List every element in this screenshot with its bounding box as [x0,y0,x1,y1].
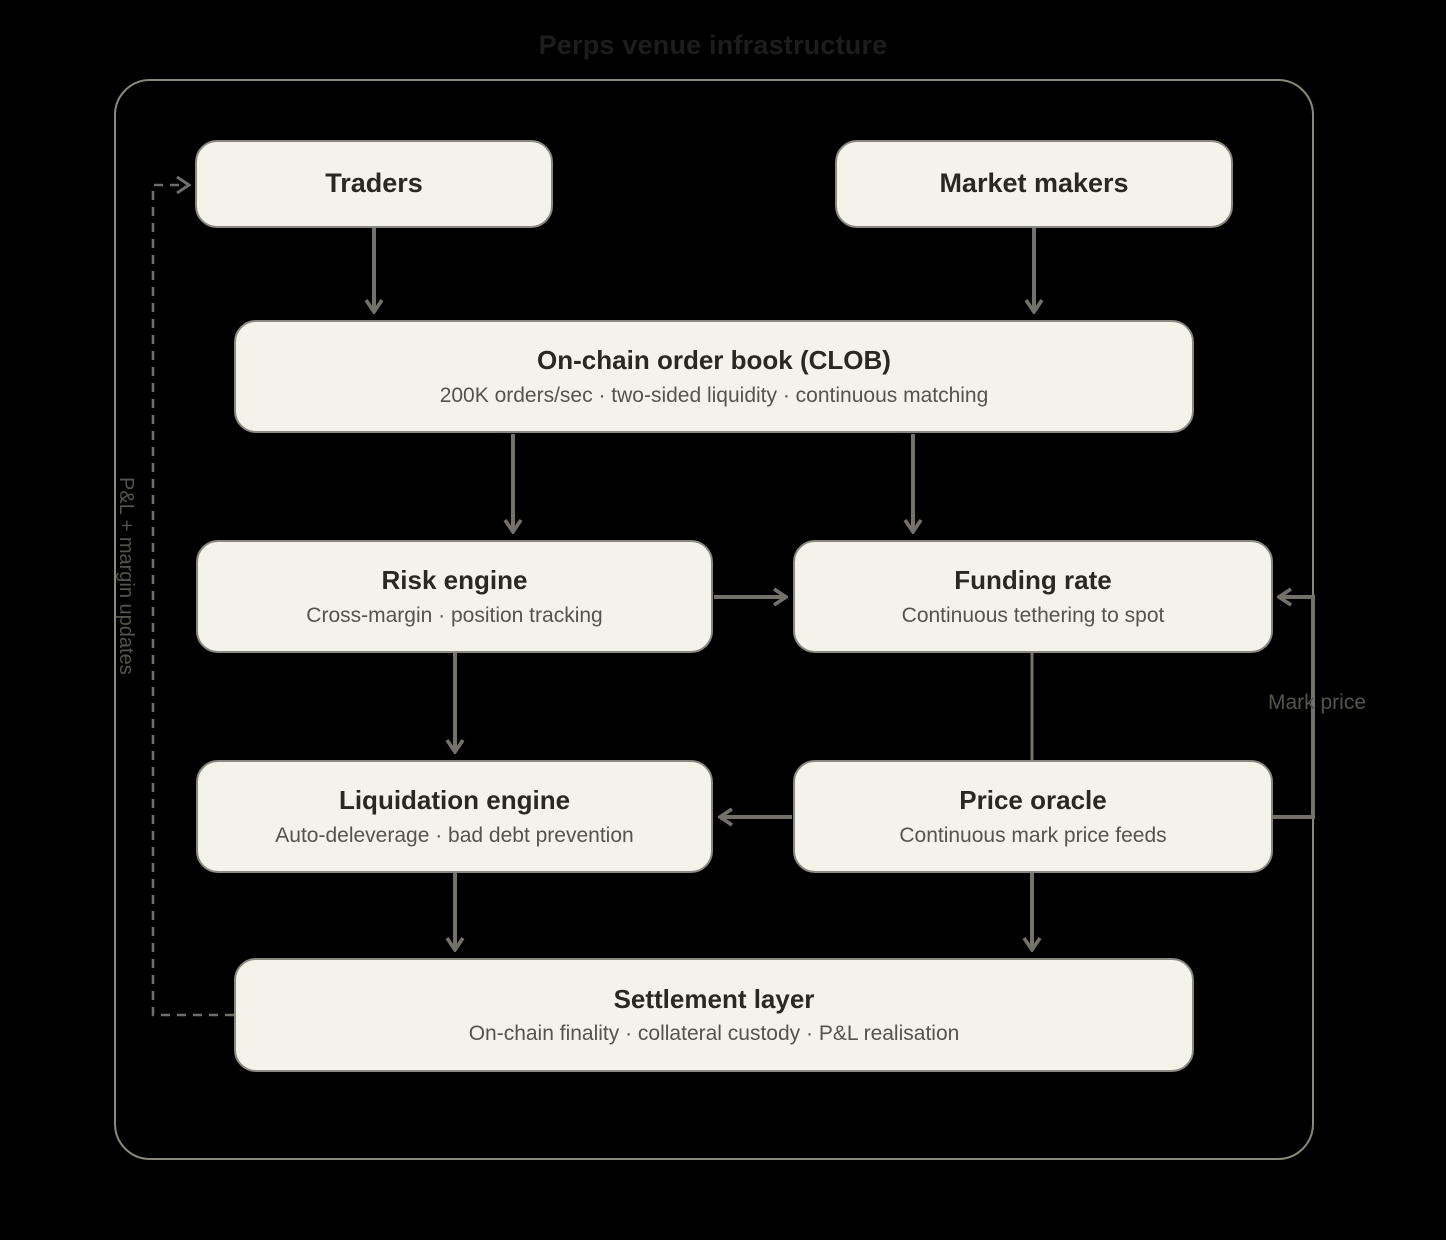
node-traders: Traders [195,140,553,228]
node-settlement-layer: Settlement layer On-chain finality · col… [234,958,1194,1072]
edge-label-mark-price: Mark price [1268,691,1367,714]
edge-pnl-margin-feedback [151,185,234,1017]
node-funding-rate-subtitle: Continuous tethering to spot [901,603,1165,627]
node-price-oracle-title: Price oracle [959,785,1107,816]
node-settlement-layer-subtitle: On-chain finality · collateral custody ·… [468,1022,960,1046]
node-funding-rate-title: Funding rate [954,565,1112,596]
node-order-book: On-chain order book (CLOB) 200K orders/s… [234,320,1194,433]
node-market-makers-title: Market makers [939,168,1129,199]
node-liquidation-engine-subtitle: Auto-deleverage · bad debt prevention [275,823,634,847]
node-risk-engine-title: Risk engine [381,565,528,596]
node-order-book-title: On-chain order book (CLOB) [537,345,891,376]
node-risk-engine-subtitle: Cross-margin · position tracking [306,603,603,627]
node-funding-rate: Funding rate Continuous tethering to spo… [793,540,1273,653]
edge-mark-price-feedback [1271,597,1315,819]
edge-label-pnl-margin-updates: P&L + margin updates [115,477,137,675]
node-risk-engine: Risk engine Cross-margin · position trac… [196,540,713,653]
node-liquidation-engine-title: Liquidation engine [338,785,571,816]
node-order-book-subtitle: 200K orders/sec · two-sided liquidity · … [439,383,989,407]
node-settlement-layer-title: Settlement layer [613,983,815,1014]
node-traders-title: Traders [325,168,423,199]
diagram-title: Perps venue infrastructure [538,30,888,60]
node-market-makers: Market makers [835,140,1233,228]
node-price-oracle-subtitle: Continuous mark price feeds [899,823,1167,847]
node-price-oracle: Price oracle Continuous mark price feeds [793,760,1273,873]
node-liquidation-engine: Liquidation engine Auto-deleverage · bad… [196,760,713,873]
